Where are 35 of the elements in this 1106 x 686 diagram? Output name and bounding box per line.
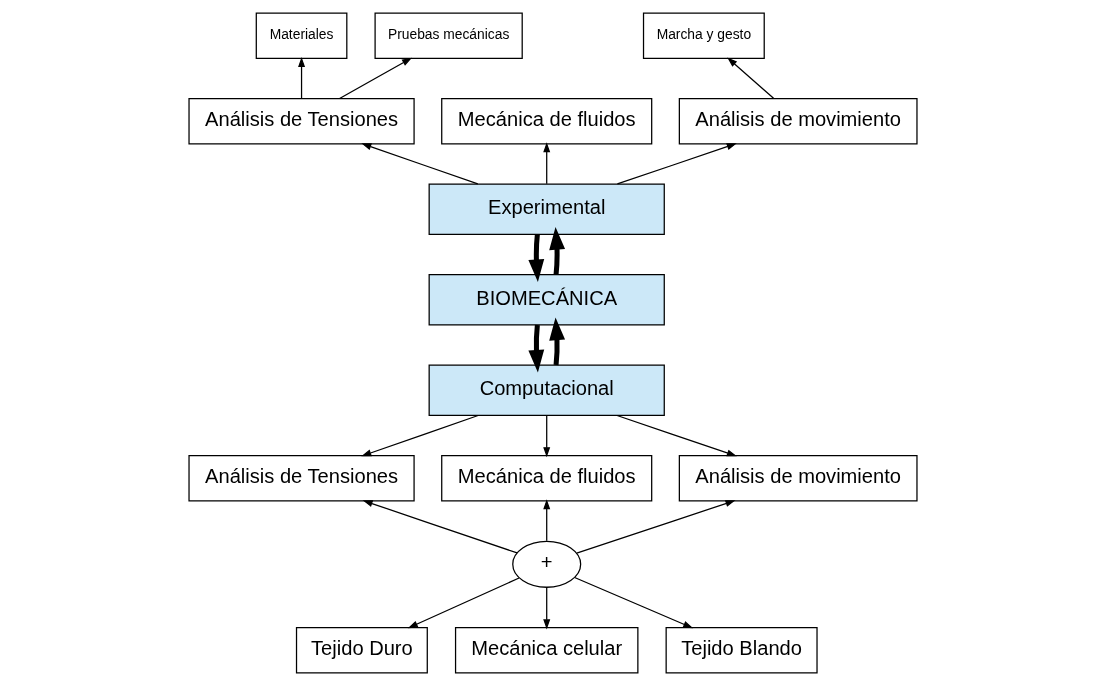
node-box: Mecánica de fluidos — [441, 98, 653, 145]
node-box: Tejido Blando — [665, 627, 818, 674]
node-box: Mecánica de fluidos — [441, 455, 653, 502]
arrow — [298, 56, 306, 99]
node-box: Mecánica celular — [454, 627, 639, 674]
arrow — [361, 414, 479, 457]
arrow — [616, 414, 737, 457]
arrow — [361, 143, 479, 185]
arrow — [574, 576, 694, 629]
node-box: Tejido Duro — [295, 627, 428, 674]
arrow — [543, 415, 551, 458]
arrow — [543, 499, 551, 542]
arrow — [616, 143, 737, 185]
arrow — [543, 586, 551, 630]
arrow — [528, 324, 545, 373]
node-box: Análisis de Tensiones — [188, 98, 415, 145]
node-box: BIOMECÁNICA — [428, 274, 665, 326]
node-ellipse: + — [512, 540, 582, 588]
arrow — [549, 226, 566, 275]
node-box: Pruebas mecánicas — [374, 12, 523, 59]
arrow — [727, 57, 775, 99]
arrow — [543, 142, 551, 185]
arrow — [407, 577, 520, 629]
node-box: Análisis de movimiento — [678, 98, 918, 145]
node-box: Marcha y gesto — [642, 12, 765, 59]
node-box: Experimental — [428, 183, 665, 235]
arrow — [576, 500, 736, 554]
arrow — [339, 57, 413, 100]
node-box: Materiales — [255, 12, 348, 59]
arrow — [528, 234, 545, 283]
node-box: Computacional — [428, 364, 665, 417]
arrow — [549, 317, 566, 366]
node-box: Análisis de Tensiones — [188, 455, 415, 502]
arrow — [362, 500, 518, 554]
node-box: Análisis de movimiento — [678, 455, 918, 502]
